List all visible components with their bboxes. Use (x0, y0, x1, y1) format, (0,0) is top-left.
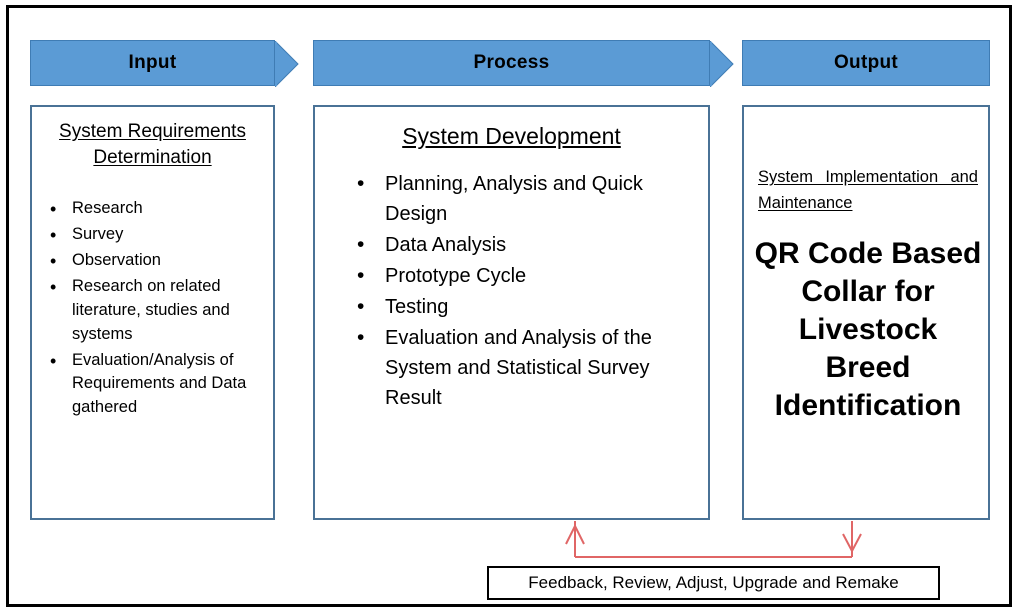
output-subtitle: System Implementation and Maintenance (758, 165, 978, 216)
input-heading-line2: Determination (93, 147, 212, 169)
outer-frame (6, 5, 1012, 607)
banner-process-label: Process (473, 52, 550, 73)
output-result-title: QR Code Based Collar for Livestock Breed… (754, 237, 982, 423)
list-item: Survey (46, 222, 261, 248)
process-box: System Development Planning, Analysis an… (313, 105, 710, 520)
chevron-right-icon (710, 41, 734, 87)
list-item: Research (46, 196, 261, 222)
list-item: Data Analysis (351, 229, 701, 261)
output-box: System Implementation and Maintenance QR… (742, 105, 990, 520)
process-bullet-list: Planning, Analysis and Quick Design Data… (351, 168, 701, 414)
banner-input: Input (30, 40, 299, 87)
banner-output-label: Output (833, 52, 899, 73)
input-heading: System Requirements Determination (32, 107, 273, 171)
output-subtitle-text: System Implementation and Maintenance (758, 168, 978, 212)
list-item: Testing (351, 291, 701, 323)
process-heading-text: System Development (402, 123, 621, 149)
feedback-label: Feedback, Review, Adjust, Upgrade and Re… (528, 573, 899, 592)
feedback-box: Feedback, Review, Adjust, Upgrade and Re… (487, 566, 940, 600)
banner-input-label: Input (128, 52, 177, 73)
banner-process: Process (313, 40, 734, 87)
banner-output: Output (742, 40, 990, 86)
process-heading: System Development (315, 107, 708, 153)
list-item: Observation (46, 248, 261, 274)
list-item: Evaluation/Analysis of Requirements and … (46, 348, 261, 421)
input-bullet-list: Research Survey Observation Research on … (46, 196, 261, 422)
chevron-right-icon (275, 41, 299, 87)
list-item: Prototype Cycle (351, 260, 701, 292)
input-box: System Requirements Determination Resear… (30, 105, 275, 520)
list-item: Research on related literature, studies … (46, 274, 261, 347)
input-heading-line1: System Requirements (59, 121, 246, 142)
list-item: Planning, Analysis and Quick Design (351, 168, 701, 229)
list-item: Evaluation and Analysis of the System an… (351, 322, 701, 413)
